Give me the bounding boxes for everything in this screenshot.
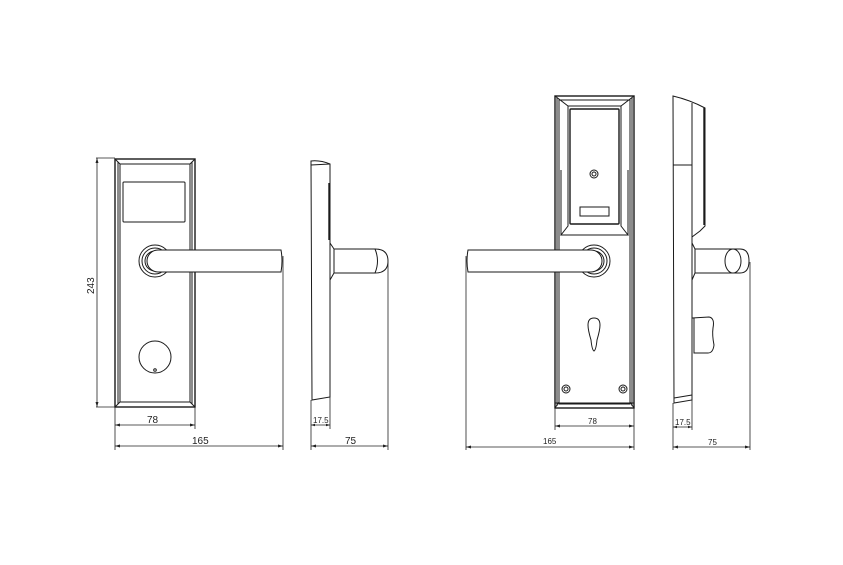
side-view-b: 17.5 75 (672, 95, 751, 450)
dim-label-78-b: 78 (588, 417, 597, 426)
indicator-light (589, 169, 599, 179)
dim-height-243: 243 (86, 157, 115, 408)
screw-left (561, 384, 571, 394)
handle-side-b (691, 242, 750, 281)
keyhole (587, 317, 601, 352)
dim-label-75-a: 75 (345, 436, 357, 447)
dim-depth-75-a: 75 (311, 262, 389, 450)
upper-housing (554, 95, 635, 236)
side-view-a: 17.5 75 (310, 160, 389, 450)
card-reader-window (122, 181, 186, 223)
front-plate-a (114, 158, 196, 408)
dim-label-165-a: 165 (192, 436, 209, 447)
dim-label-78-a: 78 (147, 415, 159, 426)
dim-width-78-a: 78 (114, 407, 196, 450)
dim-width-78-b: 78 (554, 408, 635, 450)
dim-label-17-5-b: 17.5 (675, 418, 691, 427)
dim-depth-17-5-b: 17.5 (672, 400, 693, 450)
screw-right (618, 384, 628, 394)
cylinder-cover (138, 340, 172, 374)
dim-width-165-a: 165 (115, 256, 284, 450)
lever-handle-b (466, 249, 603, 273)
dim-depth-17-5-a: 17.5 (310, 397, 331, 450)
dim-label-165-b: 165 (543, 437, 557, 446)
handle-side-a (329, 242, 389, 281)
thumb-turn (691, 316, 715, 354)
lever-handle-a (146, 249, 283, 273)
card-slot (579, 206, 610, 217)
dim-depth-75-b: 75 (673, 262, 751, 450)
front-view-a: 243 78 165 (86, 157, 284, 450)
front-view-b: 78 165 (465, 95, 635, 450)
dim-label-243: 243 (86, 277, 97, 294)
dim-label-75-b: 75 (708, 438, 717, 447)
dim-label-17-5-a: 17.5 (313, 416, 329, 425)
dim-width-165-b: 165 (465, 256, 634, 450)
